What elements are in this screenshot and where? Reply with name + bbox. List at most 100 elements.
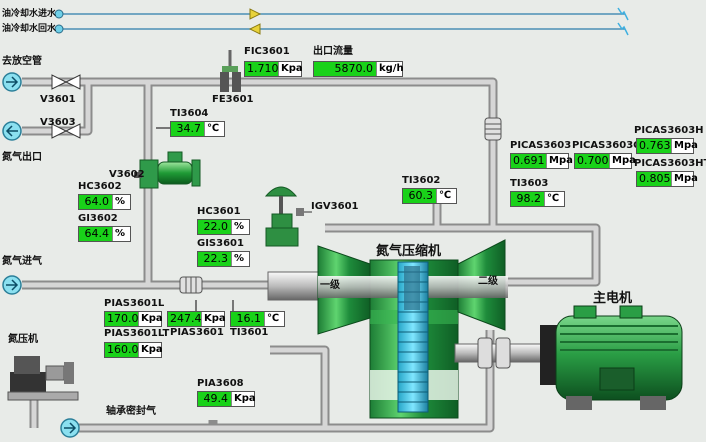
- picas3603ht-readout[interactable]: 0.805 Mpa: [636, 171, 698, 187]
- pias3601l-value: 170.0: [105, 312, 139, 326]
- gi3602-readout[interactable]: 64.4 %: [78, 226, 131, 242]
- pia3608-tag: PIA3608: [197, 378, 244, 389]
- picas3603c-tag: PICAS3603C: [572, 140, 641, 151]
- fe3601-tag: FE3601: [212, 94, 254, 105]
- ti3603-tag: TI3603: [510, 178, 549, 189]
- pias3601-readout[interactable]: 247.4 Kpa: [167, 311, 226, 327]
- pias3601-tag: PIAS3601: [170, 327, 224, 338]
- hc3602-unit: %: [112, 195, 130, 209]
- outlet-flow-label: 出口流量: [313, 46, 353, 57]
- pias3601-value: 247.4: [168, 312, 202, 326]
- expansion-joint-top-right: [484, 117, 502, 141]
- fic3601-tag: FIC3601: [244, 46, 290, 57]
- pias3601lt-unit: Kpa: [138, 343, 163, 357]
- compressor-label: 氮气压缩机: [376, 244, 442, 259]
- ti3603-readout[interactable]: 98.2 ℃: [510, 191, 565, 207]
- oil-cooling-return-label: 油冷却水回水: [2, 24, 57, 34]
- ti3601-value: 16.1: [231, 312, 264, 326]
- ti3604-tag: TI3604: [170, 108, 209, 119]
- gis3601-value: 22.3: [198, 252, 231, 266]
- picas3603c-value: 0.700: [575, 154, 609, 168]
- gis3601-unit: %: [231, 252, 249, 266]
- pias3601-unit: Kpa: [201, 312, 226, 326]
- cooling-water-lines: [54, 7, 629, 36]
- ti3602-value: 60.3: [403, 189, 436, 203]
- igv-actuator-icon[interactable]: [264, 186, 312, 247]
- ti3603-value: 98.2: [511, 192, 544, 206]
- igv3601-tag: IGV3601: [311, 201, 359, 212]
- nitrogen-out-endpoint-icon: [2, 121, 22, 141]
- pia3608-unit: Kpa: [231, 392, 256, 406]
- ti3601-unit: ℃: [264, 312, 284, 326]
- pias3601lt-tag: PIAS3601LT: [104, 328, 170, 339]
- nitrogen-in-endpoint-icon: [2, 275, 22, 295]
- hc3602-value: 64.0: [79, 195, 112, 209]
- gi3602-unit: %: [112, 227, 130, 241]
- picas3603c-unit: Mpa: [609, 154, 636, 168]
- outlet-flow-unit: kg/h: [376, 62, 404, 76]
- ti3604-readout[interactable]: 34.7 ℃: [170, 121, 225, 137]
- picas3603-value: 0.691: [511, 154, 546, 168]
- pia3608-value: 49.4: [198, 392, 231, 406]
- valve-v3603-label: V3603: [40, 117, 76, 128]
- gas-pipes: [22, 77, 601, 433]
- hc3601-readout[interactable]: 22.0 %: [197, 219, 250, 235]
- fic3601-readout[interactable]: 1.710 Kpa: [244, 61, 303, 77]
- main-motor-label: 主电机: [593, 291, 633, 306]
- picas3603c-readout[interactable]: 0.700 Mpa: [574, 153, 636, 169]
- stage1-label: 一级: [320, 280, 340, 291]
- control-valve-v3602-icon[interactable]: [134, 151, 201, 189]
- pias3601lt-value: 160.0: [105, 343, 139, 357]
- valve-v3601-label: V3601: [40, 94, 76, 105]
- expansion-joint-inlet: [179, 276, 203, 294]
- gis3601-readout[interactable]: 22.3 %: [197, 251, 250, 267]
- pia3608-readout[interactable]: 49.4 Kpa: [197, 391, 256, 407]
- fic3601-unit: Kpa: [278, 62, 303, 76]
- hc3601-tag: HC3601: [197, 206, 241, 217]
- valve-v3602-label: V3602: [109, 169, 145, 180]
- ti3604-unit: ℃: [204, 122, 224, 136]
- hc3602-tag: HC3602: [78, 181, 122, 192]
- picas3603h-unit: Mpa: [671, 139, 698, 153]
- fic3601-value: 1.710: [245, 62, 279, 76]
- main-motor: [540, 305, 683, 410]
- compressor-body: [317, 239, 508, 419]
- gis3601-tag: GIS3601: [197, 238, 244, 249]
- pias3601l-readout[interactable]: 170.0 Kpa: [104, 311, 163, 327]
- pias3601l-tag: PIAS3601L: [104, 298, 165, 309]
- valve-v3603-icon[interactable]: [51, 123, 81, 139]
- gi3602-value: 64.4: [79, 227, 112, 241]
- outlet-flow-readout[interactable]: 5870.0 kg/h: [313, 61, 404, 77]
- stage2-label: 二级: [478, 276, 498, 287]
- vent-endpoint-icon: [2, 72, 22, 92]
- ti3602-tag: TI3602: [402, 175, 441, 186]
- vent-label: 去放空管: [2, 56, 42, 67]
- ti3603-unit: ℃: [544, 192, 564, 206]
- ti3602-unit: ℃: [436, 189, 456, 203]
- pias3601lt-readout[interactable]: 160.0 Kpa: [104, 342, 163, 358]
- ti3602-readout[interactable]: 60.3 ℃: [402, 188, 457, 204]
- hc3602-readout[interactable]: 64.0 %: [78, 194, 131, 210]
- hc3601-unit: %: [231, 220, 249, 234]
- valve-v3601-icon[interactable]: [51, 74, 81, 90]
- seal-gas-endpoint-icon: [60, 418, 80, 438]
- flow-element-icon: [220, 50, 241, 92]
- gi3602-tag: GI3602: [78, 213, 118, 224]
- pias3601l-unit: Kpa: [138, 312, 163, 326]
- picas3603ht-unit: Mpa: [671, 172, 698, 186]
- bearing-seal-gas-label: 轴承密封气: [106, 406, 156, 417]
- oil-cooling-in-label: 油冷却水进水: [2, 9, 57, 19]
- ti3601-readout[interactable]: 16.1 ℃: [230, 311, 285, 327]
- nitrogen-in-label: 氮气进气: [2, 256, 42, 267]
- picas3603ht-tag: PICAS3603HT: [634, 158, 706, 169]
- ti3601-tag: TI3601: [230, 327, 269, 338]
- nitrogen-out-label: 氮气出口: [2, 152, 42, 163]
- picas3603h-readout[interactable]: 0.763 Mpa: [636, 138, 698, 154]
- ti3604-value: 34.7: [171, 122, 204, 136]
- picas3603-unit: Mpa: [546, 154, 573, 168]
- hc3601-value: 22.0: [198, 220, 231, 234]
- picas3603-readout[interactable]: 0.691 Mpa: [510, 153, 573, 169]
- outlet-flow-value: 5870.0: [314, 62, 376, 76]
